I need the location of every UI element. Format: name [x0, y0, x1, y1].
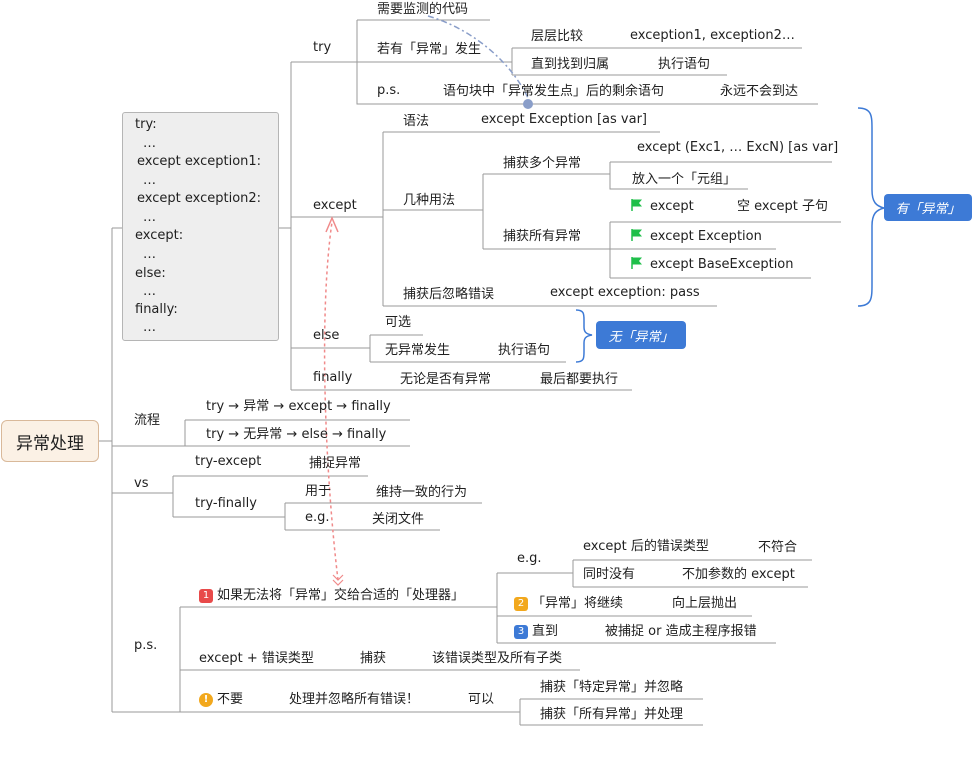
except-usages[interactable]: 几种用法 [403, 193, 456, 208]
code-line: … [143, 173, 156, 188]
ps-until-value[interactable]: 被捕捉 or 造成主程序报错 [605, 624, 757, 639]
branch-flow[interactable]: 流程 [134, 413, 161, 428]
flag-icon [631, 229, 642, 241]
vs-try-except[interactable]: try-except [195, 454, 262, 469]
branch-try[interactable]: try [313, 40, 332, 55]
except-all-baseexception-label: except BaseException [650, 257, 794, 272]
except-all[interactable]: 捕获所有异常 [503, 229, 582, 244]
ps-dont-value[interactable]: 处理并忽略所有错误！ [289, 692, 420, 707]
ps-catch[interactable]: 捕获 [360, 651, 387, 666]
ps-mismatch-value[interactable]: 不符合 [758, 540, 798, 555]
code-line: … [143, 247, 156, 262]
flow-with-exception[interactable]: try → 异常 → except → finally [206, 399, 391, 414]
flag-icon [631, 257, 642, 269]
finally-whether[interactable]: 无论是否有异常 [400, 372, 492, 387]
ps-can[interactable]: 可以 [468, 692, 495, 707]
code-line: … [143, 210, 156, 225]
ps-mismatch[interactable]: except 后的错误类型 [583, 539, 709, 554]
branch-finally[interactable]: finally [313, 370, 353, 385]
vs-use[interactable]: 用于 [305, 484, 332, 499]
except-ignore[interactable]: 捕获后忽略错误 [403, 287, 495, 302]
except-multi[interactable]: 捕获多个异常 [503, 156, 582, 171]
code-line: try: [135, 117, 157, 132]
code-line: except: [135, 228, 184, 243]
try-find[interactable]: 直到找到归属 [531, 57, 610, 72]
warning-icon: ! [199, 693, 213, 707]
except-all-bare-note[interactable]: 空 except 子句 [737, 199, 828, 214]
ps-until-label: 直到 [532, 624, 559, 639]
except-tuple[interactable]: 放入一个「元组」 [632, 172, 737, 187]
try-rest[interactable]: 语句块中「异常发生点」后的剩余语句 [443, 84, 665, 99]
ps-except-type[interactable]: except + 错误类型 [199, 651, 314, 666]
number-2-icon: 2 [514, 597, 528, 611]
except-all-exception-label: except Exception [650, 229, 762, 244]
try-compare[interactable]: 层层比较 [531, 29, 584, 44]
else-optional[interactable]: 可选 [385, 315, 412, 330]
code-line: … [143, 284, 156, 299]
try-if-exception[interactable]: 若有「异常」发生 [377, 42, 482, 57]
ps-continue-value[interactable]: 向上层抛出 [672, 596, 738, 611]
ps-catch-value[interactable]: 该错误类型及所有子类 [432, 651, 563, 666]
branch-vs[interactable]: vs [134, 476, 149, 491]
code-line: except exception2: [137, 191, 262, 206]
vs-use-value[interactable]: 维持一致的行为 [376, 485, 468, 500]
except-syntax-value[interactable]: except Exception [as var] [481, 112, 647, 127]
ps-can-specific[interactable]: 捕获「特定异常」并忽略 [540, 680, 684, 695]
except-all-baseexception[interactable]: except BaseException [630, 256, 794, 273]
ps-none[interactable]: 同时没有 [583, 567, 636, 582]
finally-always[interactable]: 最后都要执行 [540, 372, 619, 387]
ps-eg[interactable]: e.g. [517, 551, 542, 566]
number-1-icon: 1 [199, 589, 213, 603]
except-syntax[interactable]: 语法 [403, 114, 430, 129]
flag-icon [631, 199, 642, 211]
except-multi-value[interactable]: except (Exc1, … ExcN) [as var] [637, 140, 839, 155]
root-topic[interactable]: 异常处理 [1, 420, 99, 462]
ps-none-value[interactable]: 不加参数的 except [682, 567, 795, 582]
branch-else[interactable]: else [313, 328, 340, 343]
tag-no-exception[interactable]: 无「异常」 [596, 321, 686, 349]
ps-can-all[interactable]: 捕获「所有异常」并处理 [540, 707, 684, 722]
try-monitor[interactable]: 需要监测的代码 [377, 2, 469, 17]
except-all-bare-label: except [650, 199, 694, 214]
else-exec[interactable]: 执行语句 [498, 343, 551, 358]
ps-continue[interactable]: 2 「异常」将继续 [514, 596, 623, 612]
except-all-exception[interactable]: except Exception [630, 228, 762, 245]
ps-until[interactable]: 3 直到 [514, 624, 558, 640]
branch-except[interactable]: except [313, 198, 357, 213]
code-line: except exception1: [137, 154, 262, 169]
code-line: … [143, 136, 156, 151]
code-line: else: [135, 266, 166, 281]
ps-dont-label: 不要 [217, 692, 244, 707]
try-compare-value[interactable]: exception1, exception2… [630, 28, 795, 43]
tag-has-exception[interactable]: 有「异常」 [884, 194, 972, 221]
code-template-box: try: … except exception1: … except excep… [122, 112, 279, 341]
number-3-icon: 3 [514, 625, 528, 639]
vs-try-finally[interactable]: try-finally [195, 496, 257, 511]
flow-without-exception[interactable]: try → 无异常 → else → finally [206, 427, 387, 442]
try-ps[interactable]: p.s. [377, 83, 401, 98]
branch-ps[interactable]: p.s. [134, 638, 158, 653]
ps-if-no-handler[interactable]: 1 如果无法将「异常」交给合适的「处理器」 [199, 588, 464, 604]
try-exec[interactable]: 执行语句 [658, 57, 711, 72]
try-never[interactable]: 永远不会到达 [720, 84, 799, 99]
except-ignore-value[interactable]: except exception: pass [550, 285, 700, 300]
ps-continue-label: 「异常」将继续 [532, 596, 624, 611]
vs-eg[interactable]: e.g. [305, 510, 330, 525]
code-line: finally: [135, 302, 178, 317]
ps-dont[interactable]: ! 不要 [199, 692, 243, 708]
except-all-bare[interactable]: except [630, 198, 694, 215]
vs-eg-value[interactable]: 关闭文件 [372, 512, 425, 527]
else-no-exception[interactable]: 无异常发生 [385, 343, 451, 358]
vs-try-except-value[interactable]: 捕捉异常 [309, 456, 362, 471]
ps-if-no-handler-label: 如果无法将「异常」交给合适的「处理器」 [217, 588, 465, 603]
code-line: … [143, 320, 156, 335]
